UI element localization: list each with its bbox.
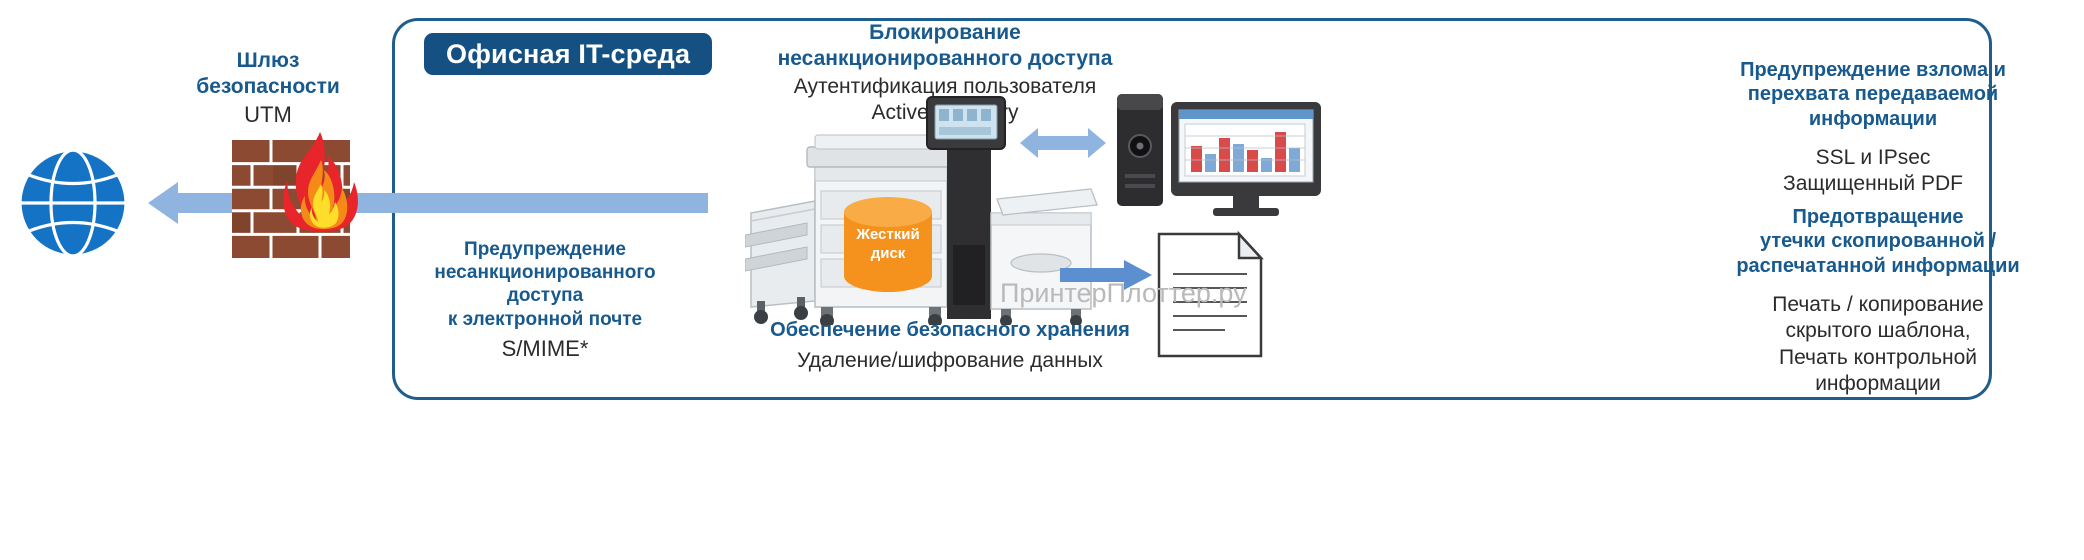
- leak-heading-line-2: утечки скопированной /: [1759, 230, 1997, 253]
- secure-storage-block: Обеспечение безопасного хранения Удалени…: [700, 318, 1200, 375]
- auth-heading: Блокирование несанкционированного доступ…: [700, 20, 1190, 71]
- left-right-flow-arrow-icon: [148, 182, 708, 224]
- desktop-computer-icon: [1117, 94, 1321, 216]
- storage-heading: Обеспечение безопасного хранения: [700, 318, 1200, 342]
- arrow-to-document-icon: [1060, 260, 1152, 290]
- copy-leak-prevention-block: Предотвращение утечки скопированной / ра…: [1668, 205, 2084, 397]
- email-heading: Предупреждение несанкционированного дост…: [395, 238, 695, 331]
- storage-subtitle: Удаление/шифрование данных: [700, 348, 1200, 374]
- access-blocking-block: Блокирование несанкционированного доступ…: [700, 20, 1190, 127]
- flame-icon: [283, 132, 358, 232]
- hard-disk-cylinder-icon: [844, 197, 932, 292]
- storage-subtitle-line-1: Удаление/шифрование данных: [797, 349, 1103, 373]
- office-badge-label: Офисная IT-среда: [446, 38, 691, 69]
- hard-disk-label: Жесткий диск: [840, 226, 936, 264]
- leak-heading-line-1: Предотвращение: [1792, 206, 1964, 228]
- email-subtitle-line-1: S/MIME*: [501, 335, 589, 361]
- leak-subtitle-line-1: Печать / копирование: [1772, 293, 1984, 317]
- network-interception-block: Предупреждение взлома и перехвата переда…: [1668, 58, 2078, 198]
- leak-subtitle: Печать / копирование скрытого шаблона, П…: [1668, 292, 2084, 397]
- leak-subtitle-line-3: Печать контрольной: [1778, 345, 1978, 369]
- hard-disk-label-line-2: диск: [870, 244, 906, 262]
- network-heading-line-3: информации: [1808, 107, 1938, 130]
- office-it-environment-badge: Офисная IT-среда: [424, 33, 713, 75]
- watermark-text: ПринтерПлоттер.ру: [1000, 278, 1247, 308]
- globe-icon: [18, 148, 128, 258]
- network-heading-line-1: Предупреждение взлома и: [1740, 59, 2006, 81]
- auth-subtitle-line-1: Аутентификация пользователя: [793, 75, 1097, 99]
- storage-heading-line-1: Обеспечение безопасного хранения: [770, 319, 1130, 341]
- network-subtitle-line-1: SSL и IPsec: [1815, 146, 1931, 170]
- leak-heading: Предотвращение утечки скопированной / ра…: [1668, 205, 2084, 278]
- email-heading-line-3: к электронной почте: [447, 308, 643, 330]
- leak-subtitle-line-4: информации: [1815, 371, 1941, 395]
- gateway-heading-line-1: Шлюз: [236, 49, 300, 72]
- network-heading-line-2: перехвата передаваемой: [1747, 83, 1999, 106]
- email-subtitle: S/MIME*: [395, 335, 695, 363]
- printed-document-icon: [1157, 230, 1264, 358]
- network-heading: Предупреждение взлома и перехвата переда…: [1668, 58, 2078, 131]
- network-subtitle: SSL и IPsec Защищенный PDF: [1668, 145, 2078, 198]
- auth-heading-line-1: Блокирование: [869, 21, 1021, 44]
- bidirectional-arrow-to-monitor-icon: [1020, 128, 1106, 158]
- email-heading-line-2: несанкционированного доступа: [434, 262, 656, 307]
- email-protection-block: Предупреждение несанкционированного дост…: [395, 238, 695, 362]
- hard-disk-label-line-1: Жесткий: [856, 226, 920, 243]
- leak-heading-line-3: распечатанной информации: [1736, 254, 2020, 277]
- network-subtitle-line-2: Защищенный PDF: [1783, 172, 1963, 196]
- auth-heading-line-2: несанкционированного доступа: [777, 46, 1113, 70]
- gateway-subtitle: UTM: [244, 102, 292, 128]
- leak-subtitle-line-2: скрытого шаблона,: [1785, 319, 1971, 343]
- security-gateway-label: Шлюз безопасности UTM: [168, 48, 368, 128]
- gateway-heading-line-2: безопасности: [196, 75, 340, 99]
- email-heading-line-1: Предупреждение: [464, 239, 626, 260]
